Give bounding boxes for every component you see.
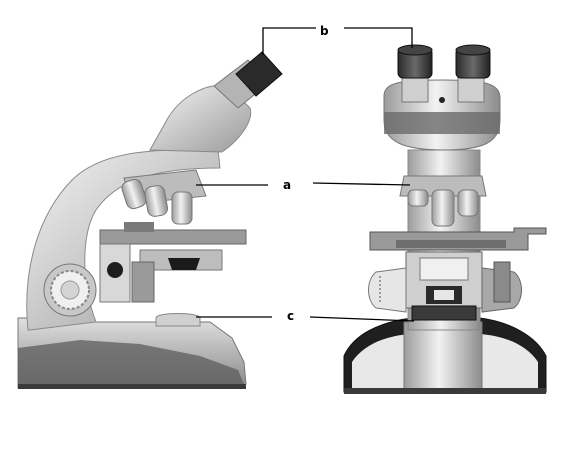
label-c: c <box>287 309 295 323</box>
front-objective-2 <box>431 189 455 227</box>
leader-line-b-left <box>262 27 316 55</box>
leader-lines <box>196 27 415 322</box>
side-light-source <box>155 313 201 327</box>
side-base-dark-band <box>18 340 244 386</box>
side-objective-1 <box>121 178 147 210</box>
side-stage <box>99 229 247 245</box>
front-view-microscope <box>343 44 547 394</box>
label-b: b <box>320 24 329 38</box>
label-a: a <box>283 178 292 192</box>
side-eyepiece <box>235 51 283 97</box>
side-view-microscope <box>17 51 283 389</box>
front-base-center <box>403 321 483 391</box>
front-light-source <box>411 305 477 321</box>
front-objective-3 <box>457 189 479 217</box>
side-objective-3 <box>171 191 193 225</box>
leader-line-c-right <box>309 316 415 322</box>
front-focus-knob-left <box>368 267 407 313</box>
side-objective-2 <box>144 185 169 217</box>
front-head-knurl <box>384 112 500 134</box>
leader-line-a-right <box>312 182 411 186</box>
front-objective-1 <box>407 189 429 207</box>
leader-line-b-right <box>344 27 413 48</box>
